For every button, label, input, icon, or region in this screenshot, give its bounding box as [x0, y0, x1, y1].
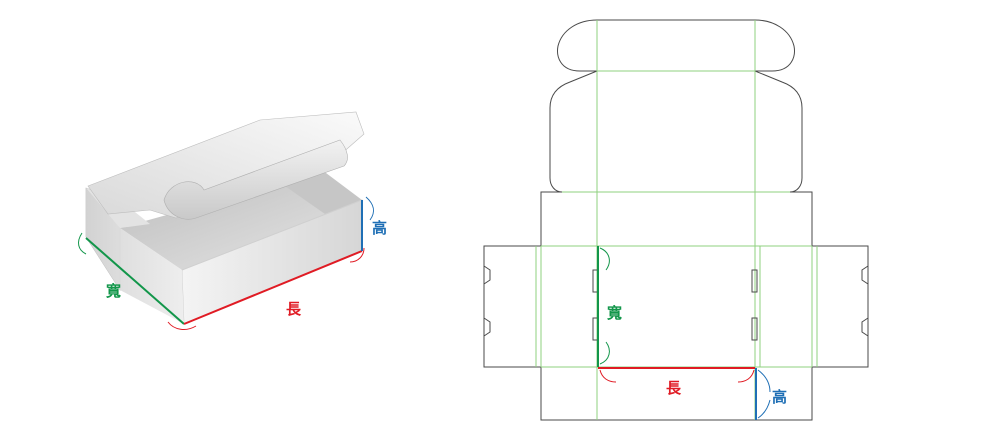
box-lid-tuck-flap — [163, 139, 348, 220]
dieline-length-label: 長 — [666, 379, 682, 397]
box-left-front-wall — [86, 188, 184, 324]
dieline-lock-slot — [751, 269, 758, 293]
dieline-layout: 寬 長 高 — [483, 19, 869, 421]
dieline-front-wall — [540, 367, 813, 421]
dieline-width-label: 寬 — [607, 304, 622, 322]
box-height-label: 高 — [372, 219, 387, 237]
box-interior-floor — [120, 178, 362, 270]
box-length-dimension-line — [183, 250, 363, 325]
box-3d-illustration: 寬 長 高 — [78, 111, 387, 330]
dieline-back-wall — [540, 191, 813, 246]
box-width-label: 寬 — [106, 282, 121, 300]
box-interior-back-wall — [285, 170, 362, 214]
dieline-middle-row — [483, 245, 869, 368]
dieline-lock-slot — [751, 317, 758, 341]
dieline-lid-panel — [549, 70, 803, 193]
box-length-label: 長 — [286, 300, 302, 318]
dieline-top-tuck-flap — [557, 19, 795, 72]
box-width-dimension-line — [85, 237, 185, 325]
dieline-height-label: 高 — [772, 388, 787, 406]
